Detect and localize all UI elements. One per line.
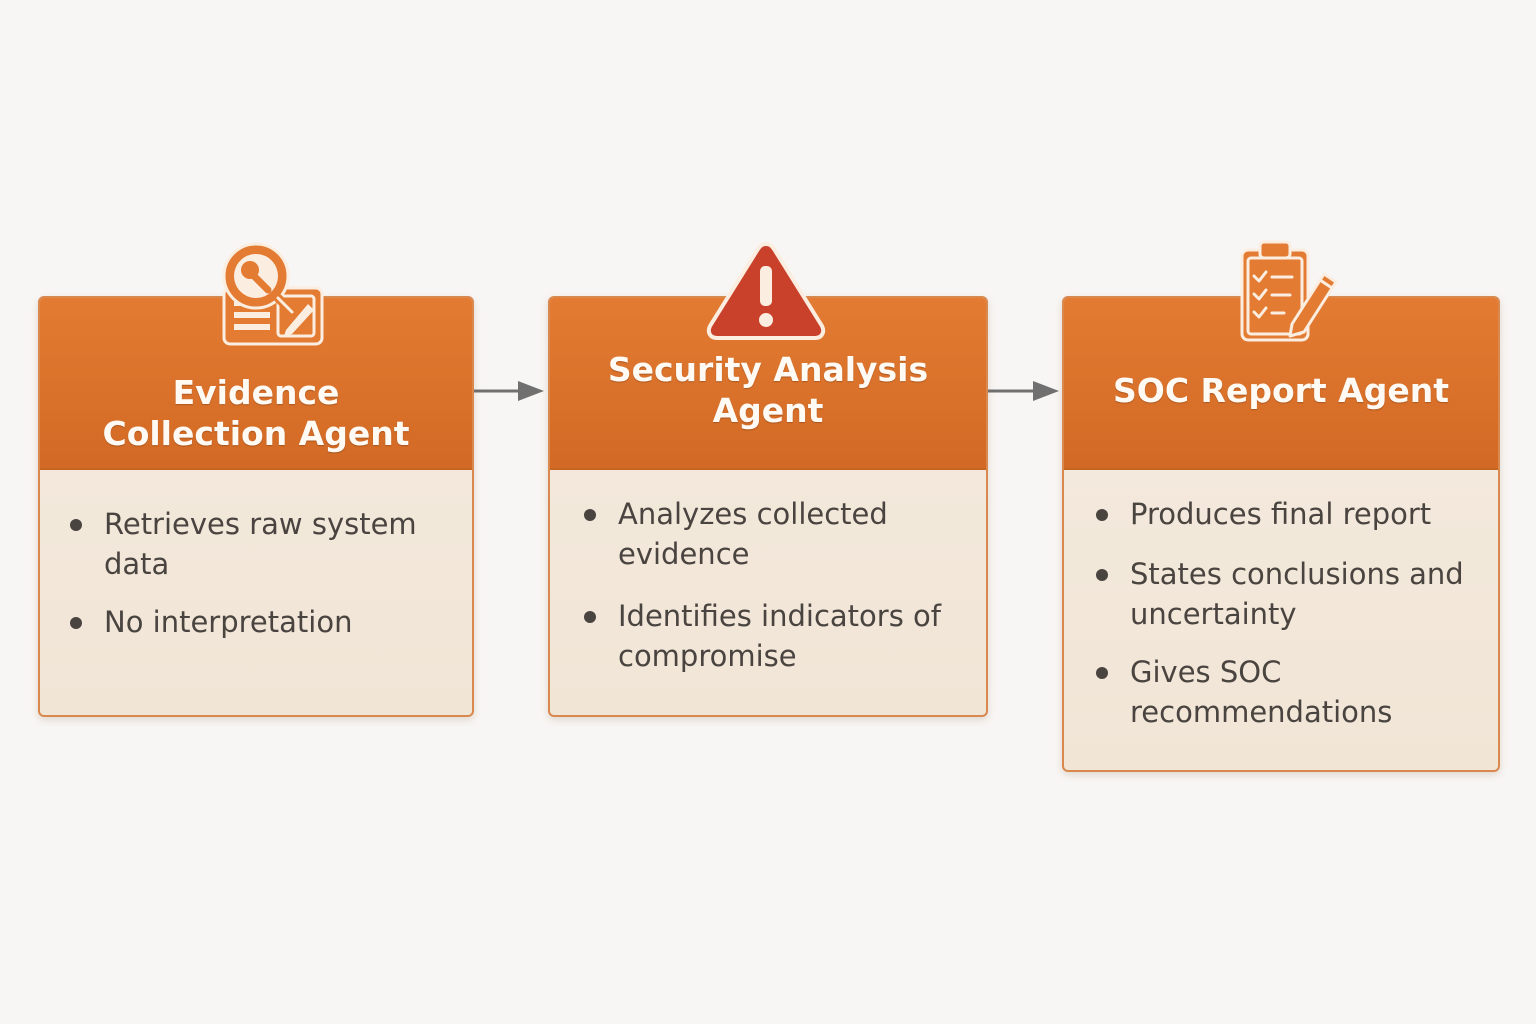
bullet-dot [70, 617, 82, 629]
bullet-text: States conclusions and uncertainty [1130, 557, 1464, 631]
bullet-dot [70, 519, 82, 531]
bullet-dot [1096, 509, 1108, 521]
bullet-text: Gives SOC recommendations [1130, 655, 1393, 729]
flow-arrow-1 [472, 381, 544, 401]
bullet-dot [584, 509, 596, 521]
list-item: Retrieves raw system data [70, 504, 470, 584]
flow-arrow-2 [987, 381, 1059, 401]
clipboard-checklist-icon [1240, 240, 1338, 342]
bullet-text: Retrieves raw system data [104, 507, 417, 581]
list-item: States conclusions and uncertainty [1096, 554, 1480, 634]
list-item: Identifies indicators of compromise [584, 596, 964, 676]
list-item: Analyzes collected evidence [584, 494, 964, 574]
list-item: Gives SOC recommendations [1096, 652, 1480, 732]
card-title: SOC Report Agent [1113, 370, 1449, 411]
magnifier-document-icon [222, 242, 324, 346]
bullet-list: Analyzes collected evidence Identifies i… [584, 494, 964, 676]
list-item: No interpretation [70, 602, 470, 642]
bullet-list: Retrieves raw system data No interpretat… [70, 504, 470, 642]
security-analysis-card: Security Analysis Agent Analyzes collect… [548, 296, 988, 717]
card-title-text: SOC Report Agent [1113, 370, 1449, 410]
bullet-text: No interpretation [104, 605, 353, 639]
bullet-text: Analyzes collected evidence [618, 497, 888, 571]
bullet-dot [584, 611, 596, 623]
bullet-text: Identifies indicators of compromise [618, 599, 941, 673]
card-title: Security Analysis Agent [550, 349, 986, 431]
bullet-text: Produces final report [1130, 497, 1432, 531]
bullet-list: Produces final report States conclusions… [1096, 494, 1480, 732]
soc-report-card: SOC Report Agent Produces final report S… [1062, 296, 1500, 772]
bullet-dot [1096, 569, 1108, 581]
list-item: Produces final report [1096, 494, 1480, 534]
card-title-text: Security Analysis Agent [607, 350, 929, 430]
card-title: Evidence Collection Agent [76, 372, 436, 454]
bullet-dot [1096, 667, 1108, 679]
card-title-text: Evidence Collection Agent [102, 373, 410, 453]
evidence-collection-card: Evidence Collection Agent Retrieves raw … [38, 296, 474, 717]
warning-icon [706, 242, 826, 340]
